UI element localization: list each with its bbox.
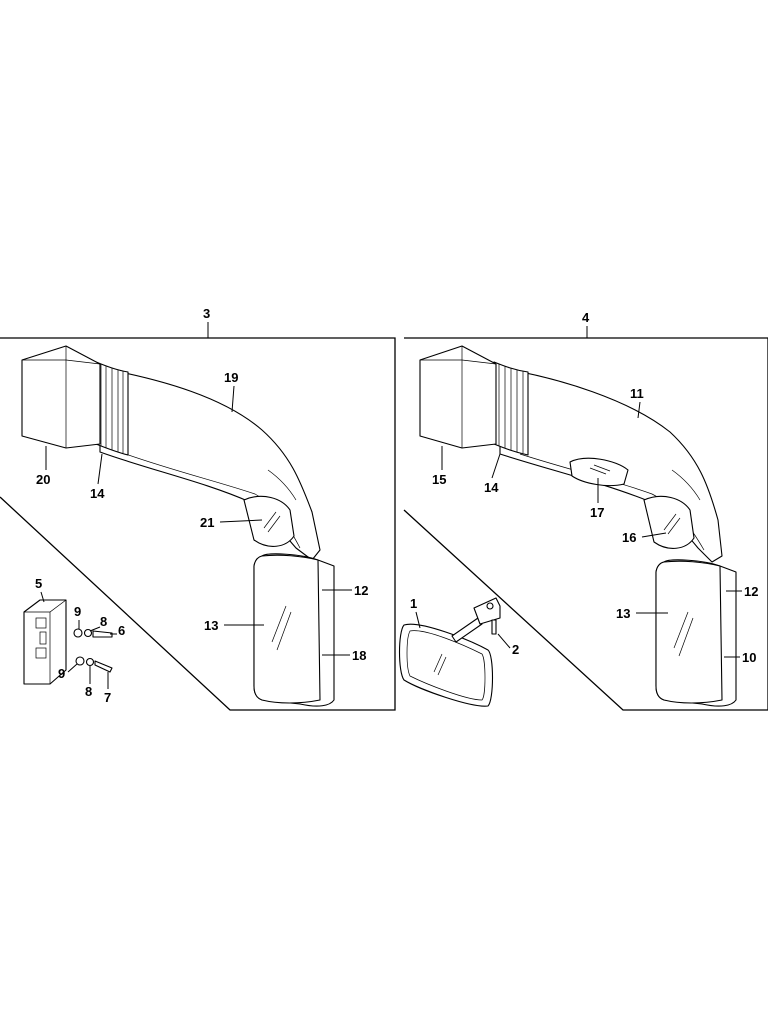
callout-12-right: 12 xyxy=(744,584,758,599)
leader-14-right xyxy=(491,453,501,479)
leader-5 xyxy=(40,591,45,603)
leader-11 xyxy=(637,401,641,419)
leader-19 xyxy=(231,385,235,413)
callout-assembly-3: 3 xyxy=(203,306,210,321)
mirror-head-13-right xyxy=(655,559,737,707)
callout-15: 15 xyxy=(432,472,446,487)
callout-16: 16 xyxy=(622,530,636,545)
callout-10: 10 xyxy=(742,650,756,665)
leader-14-left xyxy=(97,453,103,485)
callout-5: 5 xyxy=(35,576,42,591)
callout-14-right: 14 xyxy=(484,480,499,495)
callout-13-right: 13 xyxy=(616,606,630,621)
callout-7: 7 xyxy=(104,690,111,705)
callout-8-top: 8 xyxy=(100,614,107,629)
bracket-hardware: 5 9 8 6 9 8 7 xyxy=(23,576,125,705)
left-mirror-assembly: 3 xyxy=(0,306,396,711)
fasteners xyxy=(73,628,113,673)
leader-2 xyxy=(497,633,511,649)
callout-18: 18 xyxy=(352,648,366,663)
callout-17: 17 xyxy=(590,505,604,520)
leader-1 xyxy=(415,611,421,629)
leader-9-bottom xyxy=(67,663,78,673)
callout-assembly-4: 4 xyxy=(582,310,590,325)
callout-12-left: 12 xyxy=(354,583,368,598)
mirror-head-13 xyxy=(253,553,335,707)
lamp-21 xyxy=(243,495,295,547)
lamp-17 xyxy=(569,457,629,487)
boot-14-right xyxy=(493,361,529,456)
callout-2: 2 xyxy=(512,642,519,657)
callout-1: 1 xyxy=(410,596,417,611)
callout-20: 20 xyxy=(36,472,50,487)
leader-21 xyxy=(219,519,263,523)
base-cover-15 xyxy=(419,345,497,449)
boot-14 xyxy=(95,361,129,456)
leader-16 xyxy=(641,532,667,538)
small-mirror-1: 1 2 xyxy=(398,596,519,707)
callout-19: 19 xyxy=(224,370,238,385)
callout-8-bottom: 8 xyxy=(85,684,92,699)
bracket-5 xyxy=(23,599,67,685)
callout-14-left: 14 xyxy=(90,486,105,501)
assembly-4-frame xyxy=(403,337,768,711)
callout-11: 11 xyxy=(630,386,644,401)
callout-9-bottom: 9 xyxy=(58,666,65,681)
callout-9-top: 9 xyxy=(74,604,81,619)
right-mirror-assembly: 4 xyxy=(403,310,768,711)
callout-21: 21 xyxy=(200,515,214,530)
assembly-3-frame xyxy=(0,337,396,711)
callout-13-left: 13 xyxy=(204,618,218,633)
leader-8-top xyxy=(89,626,101,632)
lamp-16 xyxy=(643,495,695,549)
callout-6: 6 xyxy=(118,623,125,638)
base-cover-20 xyxy=(21,345,101,449)
